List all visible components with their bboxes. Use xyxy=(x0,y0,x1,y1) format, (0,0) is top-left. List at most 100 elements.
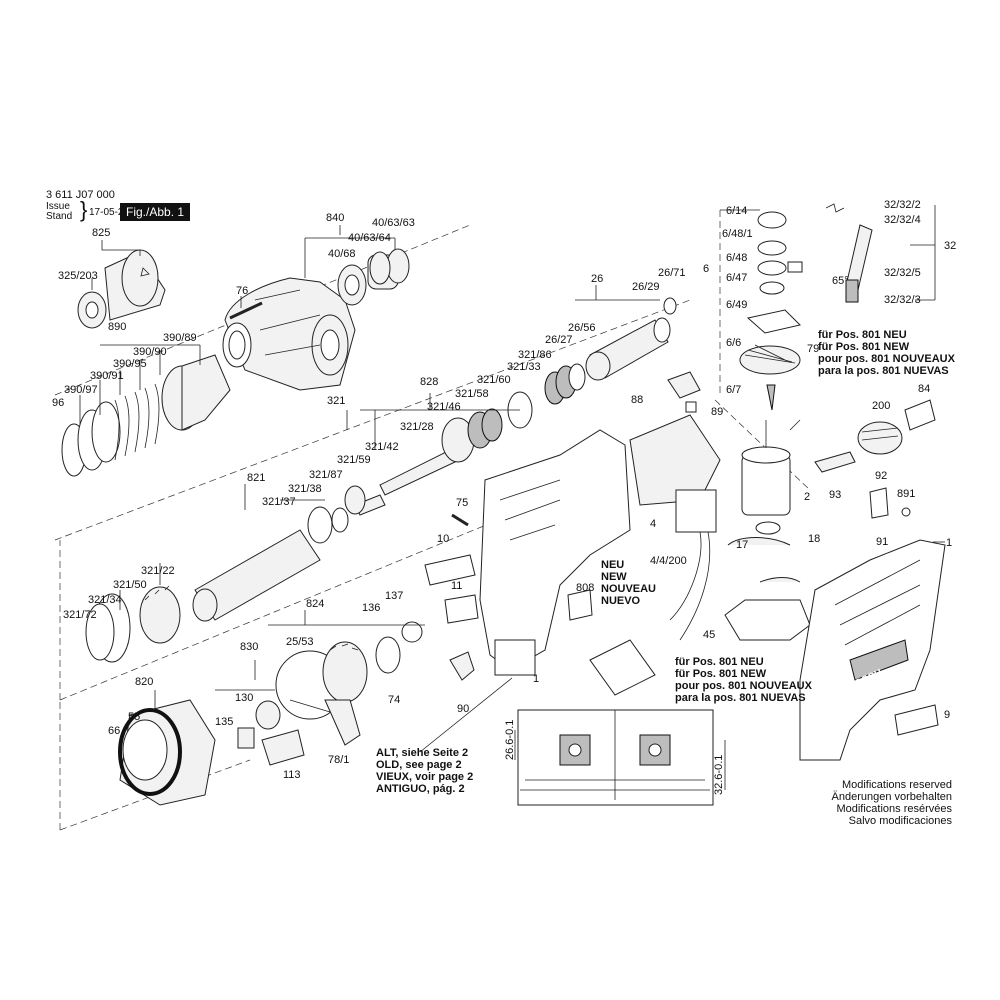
hammer-tube-321-drawing xyxy=(85,391,533,663)
note-old-line: VIEUX, voir page 2 xyxy=(376,771,473,783)
note-motor: für Pos. 801 NEU für Pos. 801 NEW pour p… xyxy=(818,329,956,377)
callout-6: 6 xyxy=(703,263,709,275)
leader-lines xyxy=(79,205,945,753)
callout-6-48: 6/48 xyxy=(726,252,747,264)
callout-32-32-4: 32/32/4 xyxy=(884,214,921,226)
callout-321-28: 321/28 xyxy=(400,421,434,433)
callout-65-degrees: 65° xyxy=(832,275,849,287)
callout-321-58: 321/58 xyxy=(455,388,489,400)
note-motor-line: para la pos. 801 NUEVAS xyxy=(818,365,949,377)
callout-321-42: 321/42 xyxy=(365,441,399,453)
callout-75: 75 xyxy=(456,497,468,509)
callout-6-48-1: 6/48/1 xyxy=(722,228,753,240)
parts-88-89-drawing xyxy=(667,371,701,413)
callout-390-90: 390/90 xyxy=(133,346,167,358)
gear-824-drawing xyxy=(275,621,423,746)
callout-88: 88 xyxy=(631,394,643,406)
motor-6-drawing xyxy=(739,211,803,535)
screw-75-drawing xyxy=(451,513,469,527)
callout-321-86: 321/86 xyxy=(518,349,552,361)
callout-828: 828 xyxy=(420,376,438,388)
callout-390-89: 390/89 xyxy=(163,332,197,344)
callout-325-203: 325/203 xyxy=(58,270,98,282)
callout-25-53: 25/53 xyxy=(286,636,314,648)
callout-90: 90 xyxy=(457,703,469,715)
note-new: NEU NEW NOUVEAU NUEVO xyxy=(601,559,656,607)
callout-1-housing: 1 xyxy=(533,673,539,685)
housing-1-drawing xyxy=(479,414,721,676)
callout-808: 808 xyxy=(576,582,594,594)
callout-40-63-63: 40/63/63 xyxy=(372,217,415,229)
callout-4-4-200: 4/4/200 xyxy=(650,555,687,567)
callout-321-60: 321/60 xyxy=(477,374,511,386)
note-old-line: ANTIGUO, pág. 2 xyxy=(376,783,465,795)
issue-label: Issue Stand xyxy=(46,201,73,222)
callout-825: 825 xyxy=(92,227,110,239)
callout-830: 830 xyxy=(240,641,258,653)
callout-32-32-2: 32/32/2 xyxy=(884,199,921,211)
callout-136: 136 xyxy=(362,602,380,614)
note-new-line: NEW xyxy=(601,571,627,583)
callout-891: 891 xyxy=(897,488,915,500)
callout-96: 96 xyxy=(52,397,64,409)
callout-26-27: 26/27 xyxy=(545,334,573,346)
callout-74: 74 xyxy=(388,694,400,706)
labels-10-11-808-drawing xyxy=(424,554,593,624)
note-board-line: para la pos. 801 NUEVAS xyxy=(675,692,806,704)
callout-84: 84 xyxy=(918,383,930,395)
callout-26-29: 26/29 xyxy=(632,281,660,293)
note-new-line: NUEVO xyxy=(601,595,641,607)
callout-390-97: 390/97 xyxy=(64,384,98,396)
callout-78-1: 78/1 xyxy=(328,754,349,766)
main-housing-right-drawing xyxy=(799,539,946,761)
callout-91: 91 xyxy=(876,536,888,548)
callout-2: 2 xyxy=(804,491,810,503)
callout-390-95: 390/95 xyxy=(113,358,147,370)
figure-label: Fig./Abb. 1 xyxy=(120,203,191,221)
note-motor-line: für Pos. 801 NEW xyxy=(818,341,910,353)
callout-890: 890 xyxy=(108,321,126,333)
callout-18: 18 xyxy=(808,533,820,545)
callout-6-7: 6/7 xyxy=(726,384,741,396)
callout-17: 17 xyxy=(736,539,748,551)
note-old-line: ALT, siehe Seite 2 xyxy=(376,747,468,759)
note-motor-line: für Pos. 801 NEU xyxy=(818,329,907,341)
callout-32-32-3: 32/32/3 xyxy=(884,294,921,306)
brush-holder-32-drawing xyxy=(825,203,873,303)
callout-321-72: 321/72 xyxy=(63,609,97,621)
callout-66: 66 xyxy=(108,725,120,737)
note-modifications-line: Modifications resérvées xyxy=(836,803,952,815)
note-new-line: NOUVEAU xyxy=(601,583,656,595)
callout-93: 93 xyxy=(829,489,841,501)
callout-1-main: 1 xyxy=(946,537,952,549)
callout-89: 89 xyxy=(711,406,723,418)
note-modifications-line: Modifications reserved xyxy=(842,779,952,791)
pin-76-drawing xyxy=(229,301,263,320)
note-modifications-line: Änderungen vorbehalten xyxy=(832,791,952,803)
piston-26-drawing xyxy=(544,297,677,405)
callout-9: 9 xyxy=(944,709,950,721)
issue-brace: } xyxy=(80,197,88,222)
note-modifications: Modifications reserved Änderungen vorbeh… xyxy=(832,779,953,827)
note-board-line: pour pos. 801 NOUVEAUX xyxy=(675,680,813,692)
callout-6-47: 6/47 xyxy=(726,272,747,284)
callout-76: 76 xyxy=(236,285,248,297)
callout-26-71: 26/71 xyxy=(658,267,686,279)
callout-321-59: 321/59 xyxy=(337,454,371,466)
callout-10: 10 xyxy=(437,533,449,545)
plate-9-drawing xyxy=(894,704,939,736)
clutch-830-drawing xyxy=(237,700,305,766)
note-new-line: NEU xyxy=(601,559,624,571)
dimension-26-6: 26.6-0.1 xyxy=(504,720,516,760)
chuck-825-drawing xyxy=(77,249,166,329)
callout-32-32-5: 32/32/5 xyxy=(884,267,921,279)
callout-130: 130 xyxy=(235,692,253,704)
callout-4: 4 xyxy=(650,518,656,530)
callout-321: 321 xyxy=(327,395,345,407)
callout-32: 32 xyxy=(944,240,956,252)
note-modifications-line: Salvo modificaciones xyxy=(849,815,953,827)
callout-321-34: 321/34 xyxy=(88,594,122,606)
callout-6-6: 6/6 xyxy=(726,337,741,349)
callout-6-14: 6/14 xyxy=(726,205,747,217)
